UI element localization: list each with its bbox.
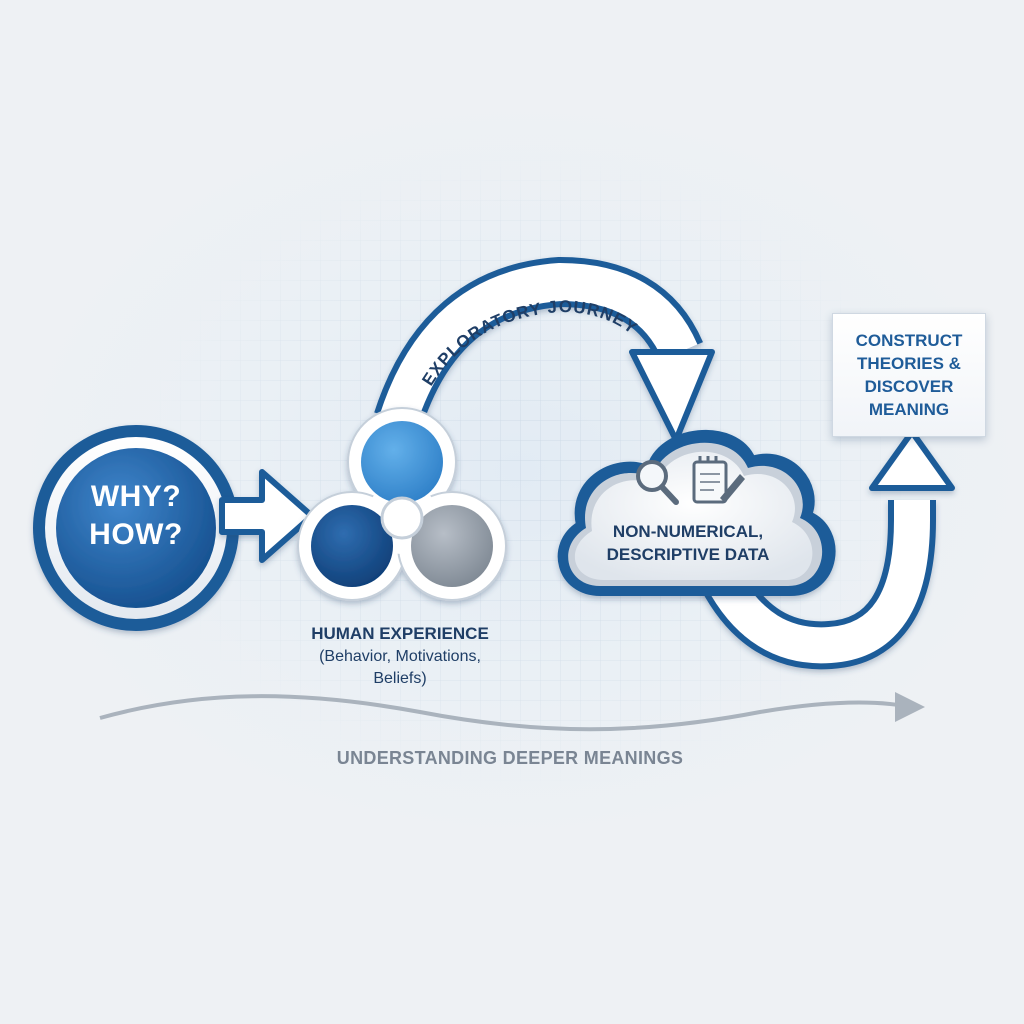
human-experience-node (297, 407, 507, 601)
goal-box: CONSTRUCT THEORIES & DISCOVER MEANING (832, 313, 986, 437)
data-cloud-label: NON-NUMERICAL, DESCRIPTIVE DATA (572, 520, 804, 566)
human-experience-detail: (Behavior, Motivations, Beliefs) (250, 646, 550, 690)
arrow-to-goal (700, 429, 955, 670)
question-node (33, 425, 239, 631)
data-cloud-line-1: NON-NUMERICAL, (612, 522, 764, 541)
data-cloud-line-2: DESCRIPTIVE DATA (606, 545, 770, 564)
exploratory-journey-arrow (374, 256, 715, 443)
bottom-label: UNDERSTANDING DEEPER MEANINGS (336, 748, 684, 768)
goal-line-2: THEORIES & (857, 354, 961, 373)
magnifier-icon (636, 460, 679, 505)
goal-line-1: CONSTRUCT (855, 331, 963, 350)
goal-line-4: MEANING (868, 400, 950, 419)
motivations-bubble (311, 505, 393, 587)
question-why: WHY? (90, 480, 182, 513)
question-how: HOW? (89, 518, 183, 551)
background-grid (140, 150, 920, 790)
question-label: WHY? HOW? (48, 478, 224, 554)
human-experience-detail-line-2: Beliefs) (373, 670, 427, 687)
beliefs-bubble (411, 505, 493, 587)
human-experience-detail-line-1: (Behavior, Motivations, (319, 648, 481, 665)
arrow-to-human-experience (219, 469, 315, 563)
data-cloud (557, 429, 836, 596)
notepad-icon (692, 456, 745, 504)
goal-line-3: DISCOVER (864, 377, 954, 396)
human-experience-title: HUMAN EXPERIENCE (311, 624, 489, 643)
behavior-bubble (361, 421, 443, 503)
understanding-wave-arrow (99, 692, 925, 732)
goal-label: CONSTRUCT THEORIES & DISCOVER MEANING (839, 329, 979, 421)
